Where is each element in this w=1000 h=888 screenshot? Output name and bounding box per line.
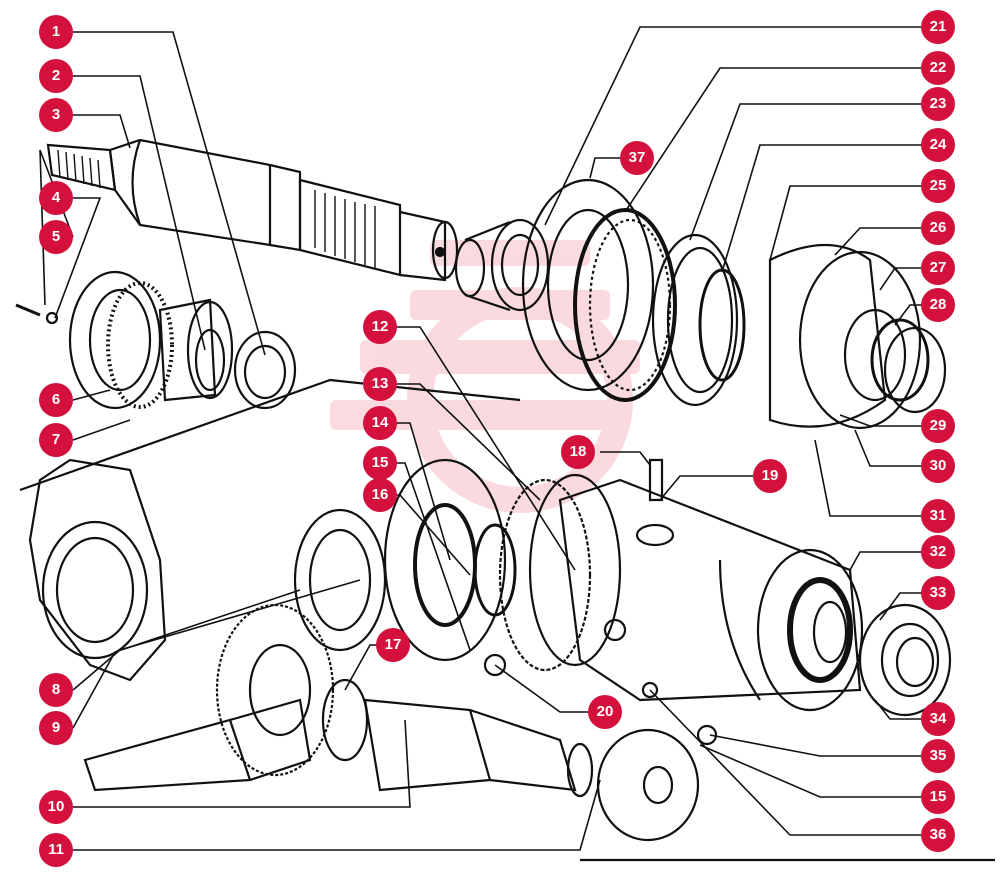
- callout-34: 34: [921, 702, 955, 736]
- callout-10: 10: [39, 790, 73, 824]
- callout-25: 25: [921, 169, 955, 203]
- callout-17: 17: [376, 628, 410, 662]
- callout-32: 32: [921, 535, 955, 569]
- callout-15-upper: 15: [363, 446, 397, 480]
- callout-4: 4: [39, 181, 73, 215]
- callout-21: 21: [921, 10, 955, 44]
- callout-19: 19: [753, 459, 787, 493]
- callout-3: 3: [39, 98, 73, 132]
- part-outlines: [15, 138, 995, 862]
- callout-31: 31: [921, 499, 955, 533]
- callout-27: 27: [921, 251, 955, 285]
- callout-23: 23: [921, 87, 955, 121]
- callout-11: 11: [39, 833, 73, 867]
- callout-14: 14: [363, 406, 397, 440]
- callout-35: 35: [921, 739, 955, 773]
- callout-12: 12: [363, 310, 397, 344]
- callout-37: 37: [620, 141, 654, 175]
- callout-36: 36: [921, 818, 955, 852]
- callout-5: 5: [39, 220, 73, 254]
- callout-2: 2: [39, 59, 73, 93]
- leader-lines: [39, 26, 935, 851]
- callout-6: 6: [39, 383, 73, 417]
- callout-8: 8: [39, 673, 73, 707]
- callout-13: 13: [363, 367, 397, 401]
- callout-26: 26: [921, 211, 955, 245]
- callout-15-lower: 15: [921, 780, 955, 814]
- callout-7: 7: [39, 423, 73, 457]
- callout-20: 20: [588, 695, 622, 729]
- callout-29: 29: [921, 409, 955, 443]
- callout-9: 9: [39, 711, 73, 745]
- callout-16: 16: [363, 478, 397, 512]
- callout-24: 24: [921, 128, 955, 162]
- callout-18: 18: [561, 435, 595, 469]
- callout-1: 1: [39, 15, 73, 49]
- callout-28: 28: [921, 288, 955, 322]
- callout-30: 30: [921, 449, 955, 483]
- callout-22: 22: [921, 51, 955, 85]
- callout-33: 33: [921, 576, 955, 610]
